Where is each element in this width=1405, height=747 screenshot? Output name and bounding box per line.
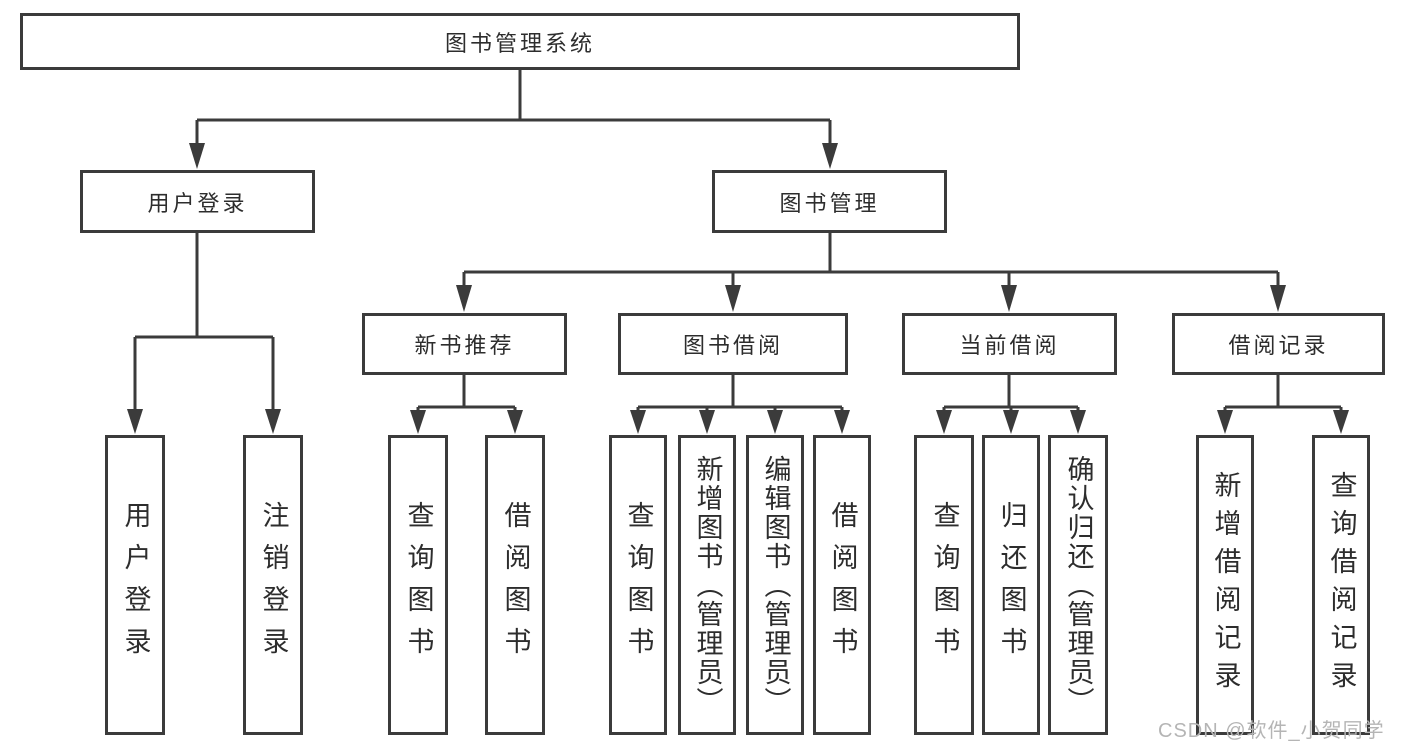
arrowhead — [725, 285, 741, 312]
node-label: 用户登录 — [147, 190, 248, 216]
node-book-management: 图书管理 — [712, 170, 947, 233]
node-library-management-system: 图书管理系统 — [20, 13, 1020, 70]
leaf-query-borrow-record: 查询借阅记录 — [1312, 435, 1370, 735]
csdn-watermark: CSDN @软件_小贺同学 — [1158, 720, 1385, 742]
node-label: 当前借阅 — [959, 333, 1060, 358]
connector-book-borrow-to-leaves — [630, 375, 850, 434]
leaf-confirm-return-admin: 确认归还（管理员） — [1048, 435, 1108, 735]
arrowhead — [1003, 410, 1019, 434]
arrowhead — [1001, 285, 1017, 312]
node-label: 借阅图书 — [827, 501, 858, 669]
arrowhead — [1333, 410, 1349, 434]
leaf-add-books-admin: 新增图书（管理员） — [678, 435, 736, 735]
arrowhead — [507, 410, 523, 434]
arrowhead — [1270, 285, 1286, 312]
leaf-edit-books-admin: 编辑图书（管理员） — [746, 435, 804, 735]
arrowhead — [127, 409, 143, 434]
leaf-borrow-books-2: 借阅图书 — [813, 435, 871, 735]
arrowhead — [456, 285, 472, 312]
node-borrow-records: 借阅记录 — [1172, 313, 1385, 375]
arrowhead — [936, 410, 952, 434]
leaf-add-borrow-record: 新增借阅记录 — [1196, 435, 1254, 735]
leaf-query-books-2: 查询图书 — [609, 435, 667, 735]
node-label: 查询借阅记录 — [1326, 471, 1357, 699]
node-label: 确认归还（管理员） — [1063, 454, 1094, 716]
node-label: 图书借阅 — [682, 333, 783, 358]
node-label: 编辑图书（管理员） — [760, 454, 791, 716]
leaf-return-books: 归还图书 — [982, 435, 1040, 735]
leaf-query-books-3: 查询图书 — [914, 435, 974, 735]
node-label: 注销登录 — [258, 501, 289, 669]
arrowhead — [410, 410, 426, 434]
node-label: 用户登录 — [120, 501, 151, 669]
leaf-user-login: 用户登录 — [105, 435, 165, 735]
arrowhead — [630, 410, 646, 434]
arrowhead — [699, 410, 715, 434]
leaf-logout: 注销登录 — [243, 435, 303, 735]
arrowhead — [822, 143, 838, 169]
node-label: 图书管理系统 — [444, 30, 595, 56]
leaf-query-books-1: 查询图书 — [388, 435, 448, 735]
connector-user-login-to-leaves — [127, 233, 281, 434]
connector-current-borrow-to-leaves — [936, 375, 1086, 434]
connector-borrow-records-to-leaves — [1217, 375, 1349, 434]
node-book-borrow: 图书借阅 — [618, 313, 848, 375]
arrowhead — [767, 410, 783, 434]
node-label: 查询图书 — [403, 501, 434, 669]
node-label: 借阅图书 — [500, 501, 531, 669]
node-new-book-recommend: 新书推荐 — [362, 313, 567, 375]
node-label: 借阅记录 — [1228, 333, 1329, 358]
node-label: 新书推荐 — [414, 333, 515, 358]
node-label: 归还图书 — [996, 501, 1027, 669]
connector-new-book-recommend-to-leaves — [410, 375, 523, 434]
node-current-borrow: 当前借阅 — [902, 313, 1117, 375]
arrowhead — [189, 143, 205, 169]
node-label: 图书管理 — [779, 190, 880, 216]
arrowhead — [1217, 410, 1233, 434]
leaf-borrow-books-1: 借阅图书 — [485, 435, 545, 735]
connector-book-management-to-level3 — [456, 233, 1286, 312]
arrowhead — [1070, 410, 1086, 434]
arrowhead — [265, 409, 281, 434]
node-label: 新增借阅记录 — [1210, 471, 1241, 699]
connector-root-to-level2 — [189, 70, 838, 169]
node-user-login: 用户登录 — [80, 170, 315, 233]
node-label: 查询图书 — [929, 501, 960, 669]
arrowhead — [834, 410, 850, 434]
node-label: 查询图书 — [623, 501, 654, 669]
node-label: 新增图书（管理员） — [692, 454, 723, 716]
